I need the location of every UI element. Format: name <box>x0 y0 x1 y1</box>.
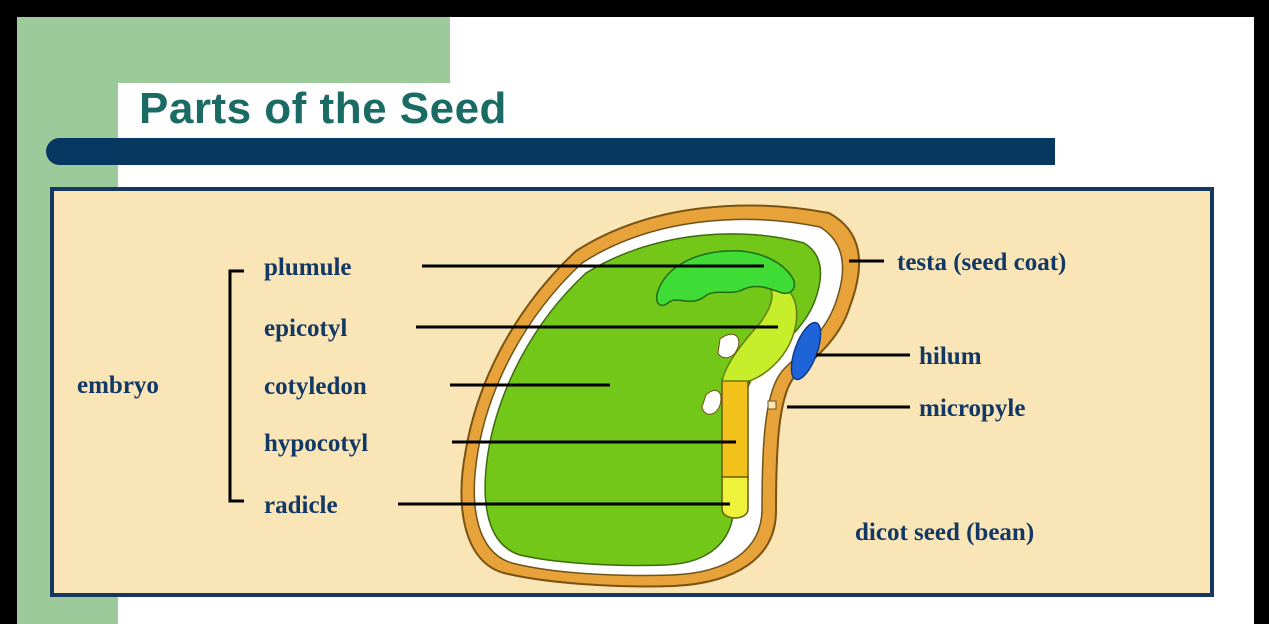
embryo-bracket <box>230 271 244 501</box>
label-radicle: radicle <box>264 492 338 519</box>
micropyle-slit <box>768 401 776 409</box>
seed-diagram-canvas: embryo plumule epicotyl cotyledon hypoco… <box>54 191 1210 593</box>
label-testa: testa (seed coat) <box>897 249 1066 276</box>
slide-title: Parts of the Seed <box>139 83 507 135</box>
title-underline-bar <box>46 138 1055 165</box>
diagram-caption: dicot seed (bean) <box>855 519 1034 546</box>
hypocotyl-shape <box>722 379 748 479</box>
label-plumule: plumule <box>264 254 352 281</box>
seed-diagram: embryo plumule epicotyl cotyledon hypoco… <box>50 187 1214 597</box>
label-hilum: hilum <box>919 343 982 370</box>
label-epicotyl: epicotyl <box>264 315 347 342</box>
radicle-shape <box>722 477 748 518</box>
label-micropyle: micropyle <box>919 395 1025 422</box>
label-hypocotyl: hypocotyl <box>264 430 368 457</box>
slide: Parts of the Seed <box>17 17 1254 624</box>
seed-illustration <box>462 206 860 587</box>
label-cotyledon: cotyledon <box>264 373 367 400</box>
label-embryo: embryo <box>77 372 159 399</box>
